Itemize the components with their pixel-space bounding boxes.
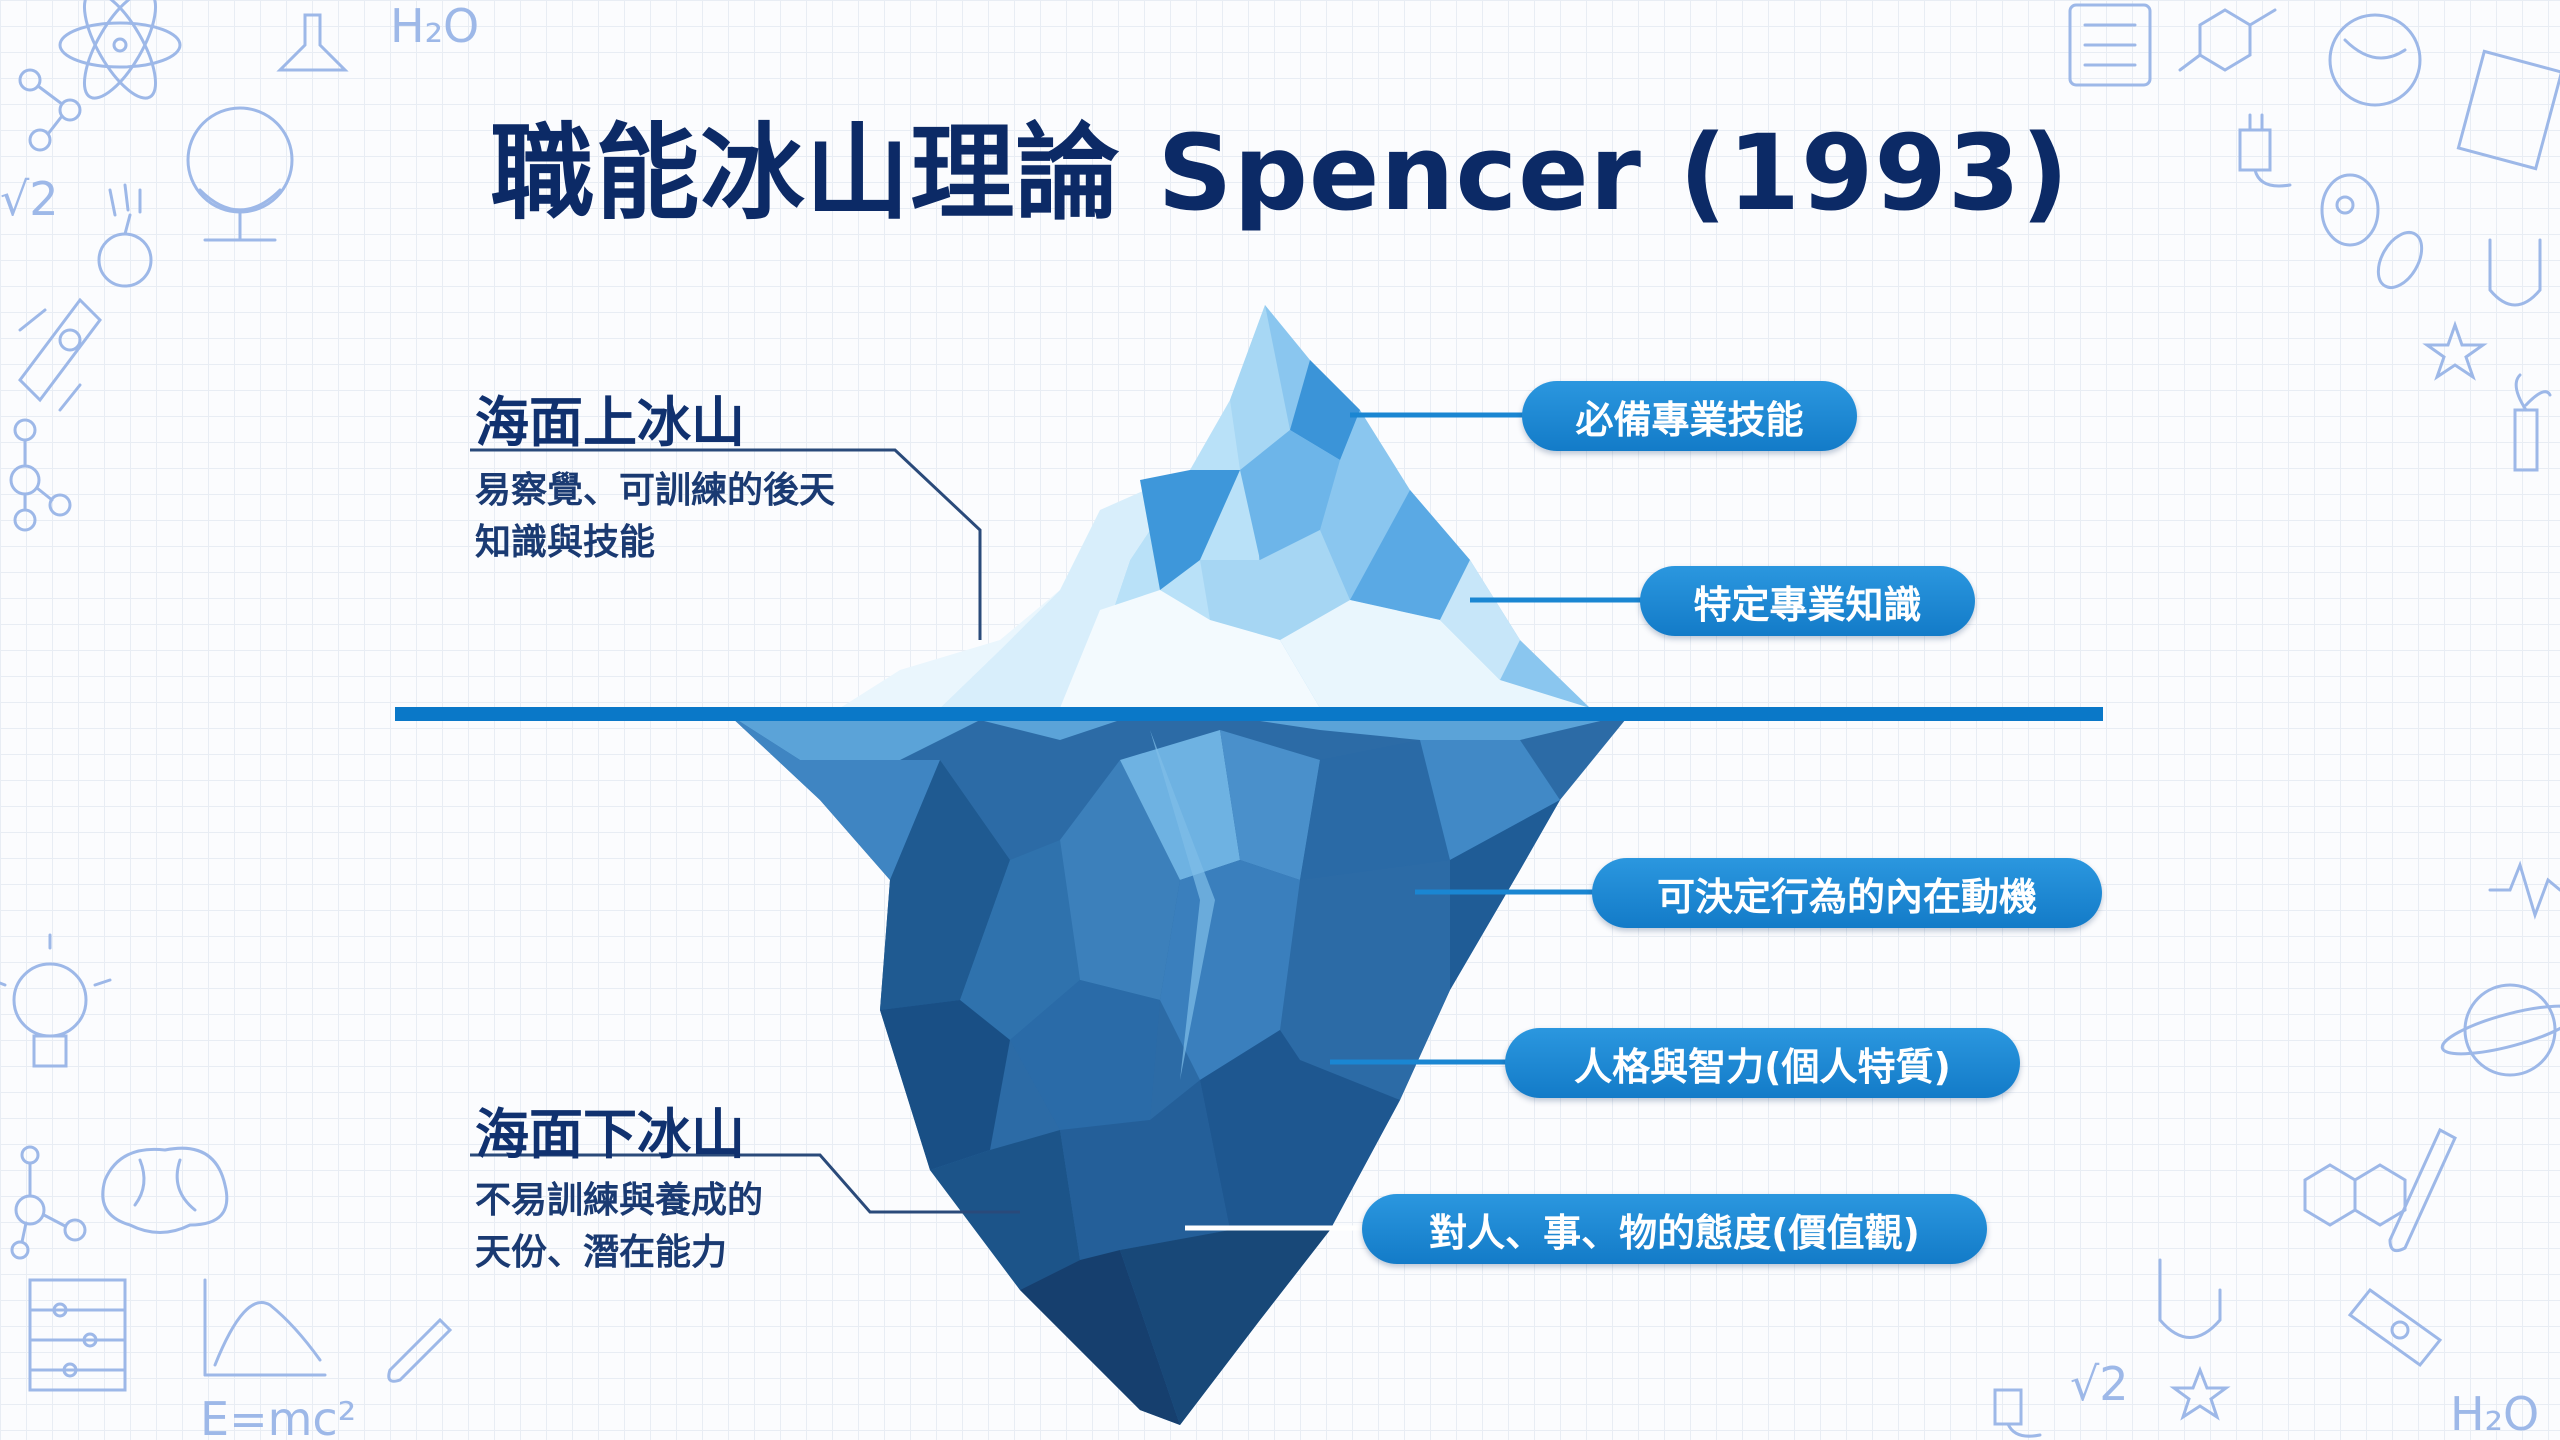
atom-icon bbox=[58, 0, 182, 100]
below-callout-line bbox=[470, 1153, 1020, 1214]
star-icon bbox=[2169, 1365, 2231, 1421]
pill-personality: 人格與智力(個人特質) bbox=[1505, 1028, 2020, 1098]
document-icon bbox=[2456, 49, 2560, 171]
test-tube-icon bbox=[2388, 1127, 2457, 1253]
pill-attitude: 對人、事、物的態度(價值觀) bbox=[1362, 1194, 1987, 1264]
rocket-icon bbox=[2347, 1287, 2443, 1368]
waterline bbox=[395, 707, 2103, 721]
globe-icon bbox=[186, 106, 294, 242]
emc2-label: E=mc² bbox=[200, 1392, 356, 1440]
hexagon-molecule-icon bbox=[2178, 8, 2277, 72]
iceberg-body bbox=[728, 714, 1630, 1425]
plug-icon bbox=[1993, 1388, 2042, 1438]
sprout-icon bbox=[2513, 373, 2552, 472]
hexagon-molecule-icon bbox=[2303, 1163, 2407, 1227]
magnet-icon bbox=[2158, 1258, 2222, 1339]
calculator-icon bbox=[2068, 3, 2152, 87]
star-icon bbox=[2422, 320, 2488, 381]
above-callout-line bbox=[470, 448, 982, 640]
lightbulb-icon bbox=[0, 933, 112, 1068]
magnet-icon bbox=[2488, 238, 2542, 307]
above-water-desc-line2: 知識與技能 bbox=[475, 522, 656, 563]
molecule-icon bbox=[9, 418, 72, 532]
apple-icon bbox=[97, 183, 153, 288]
molecule-icon bbox=[18, 68, 82, 152]
pill-motivation: 可決定行為的內在動機 bbox=[1592, 858, 2102, 928]
sqrt2-label-bottom: √2 bbox=[2070, 1357, 2129, 1411]
test-tube-icon bbox=[387, 1317, 453, 1383]
below-water-desc-line2: 天份、潛在能力 bbox=[475, 1232, 728, 1273]
sqrt2-label: √2 bbox=[0, 172, 59, 226]
pill-professional-knowledge: 特定專業知識 bbox=[1640, 566, 1975, 636]
brain-icon bbox=[101, 1146, 229, 1234]
heartbeat-icon bbox=[2488, 860, 2560, 920]
above-water-heading: 海面上冰山 bbox=[475, 391, 745, 454]
below-water-desc-line1: 不易訓練與養成的 bbox=[475, 1180, 764, 1221]
h2o-label-top: H₂O bbox=[390, 0, 479, 53]
planet-icon bbox=[2440, 983, 2560, 1077]
molecule-icon bbox=[10, 1145, 87, 1260]
iceberg-tip bbox=[840, 305, 1590, 708]
below-water-heading: 海面下冰山 bbox=[475, 1103, 745, 1166]
chart-icon bbox=[203, 1278, 327, 1377]
abacus-icon bbox=[28, 1278, 127, 1392]
microbe-icon bbox=[2320, 173, 2424, 289]
plug-icon bbox=[2238, 113, 2292, 188]
globe-icon bbox=[2328, 13, 2422, 107]
h2o-label-bottom: H₂O bbox=[2450, 1387, 2539, 1440]
slide-title: 職能冰山理論 Spencer (1993) bbox=[490, 112, 2070, 234]
pill-professional-skills: 必備專業技能 bbox=[1522, 381, 1857, 451]
flask-icon bbox=[276, 13, 349, 72]
rocket-icon bbox=[18, 297, 102, 412]
above-water-desc-line1: 易察覺、可訓練的後天 bbox=[475, 470, 836, 511]
